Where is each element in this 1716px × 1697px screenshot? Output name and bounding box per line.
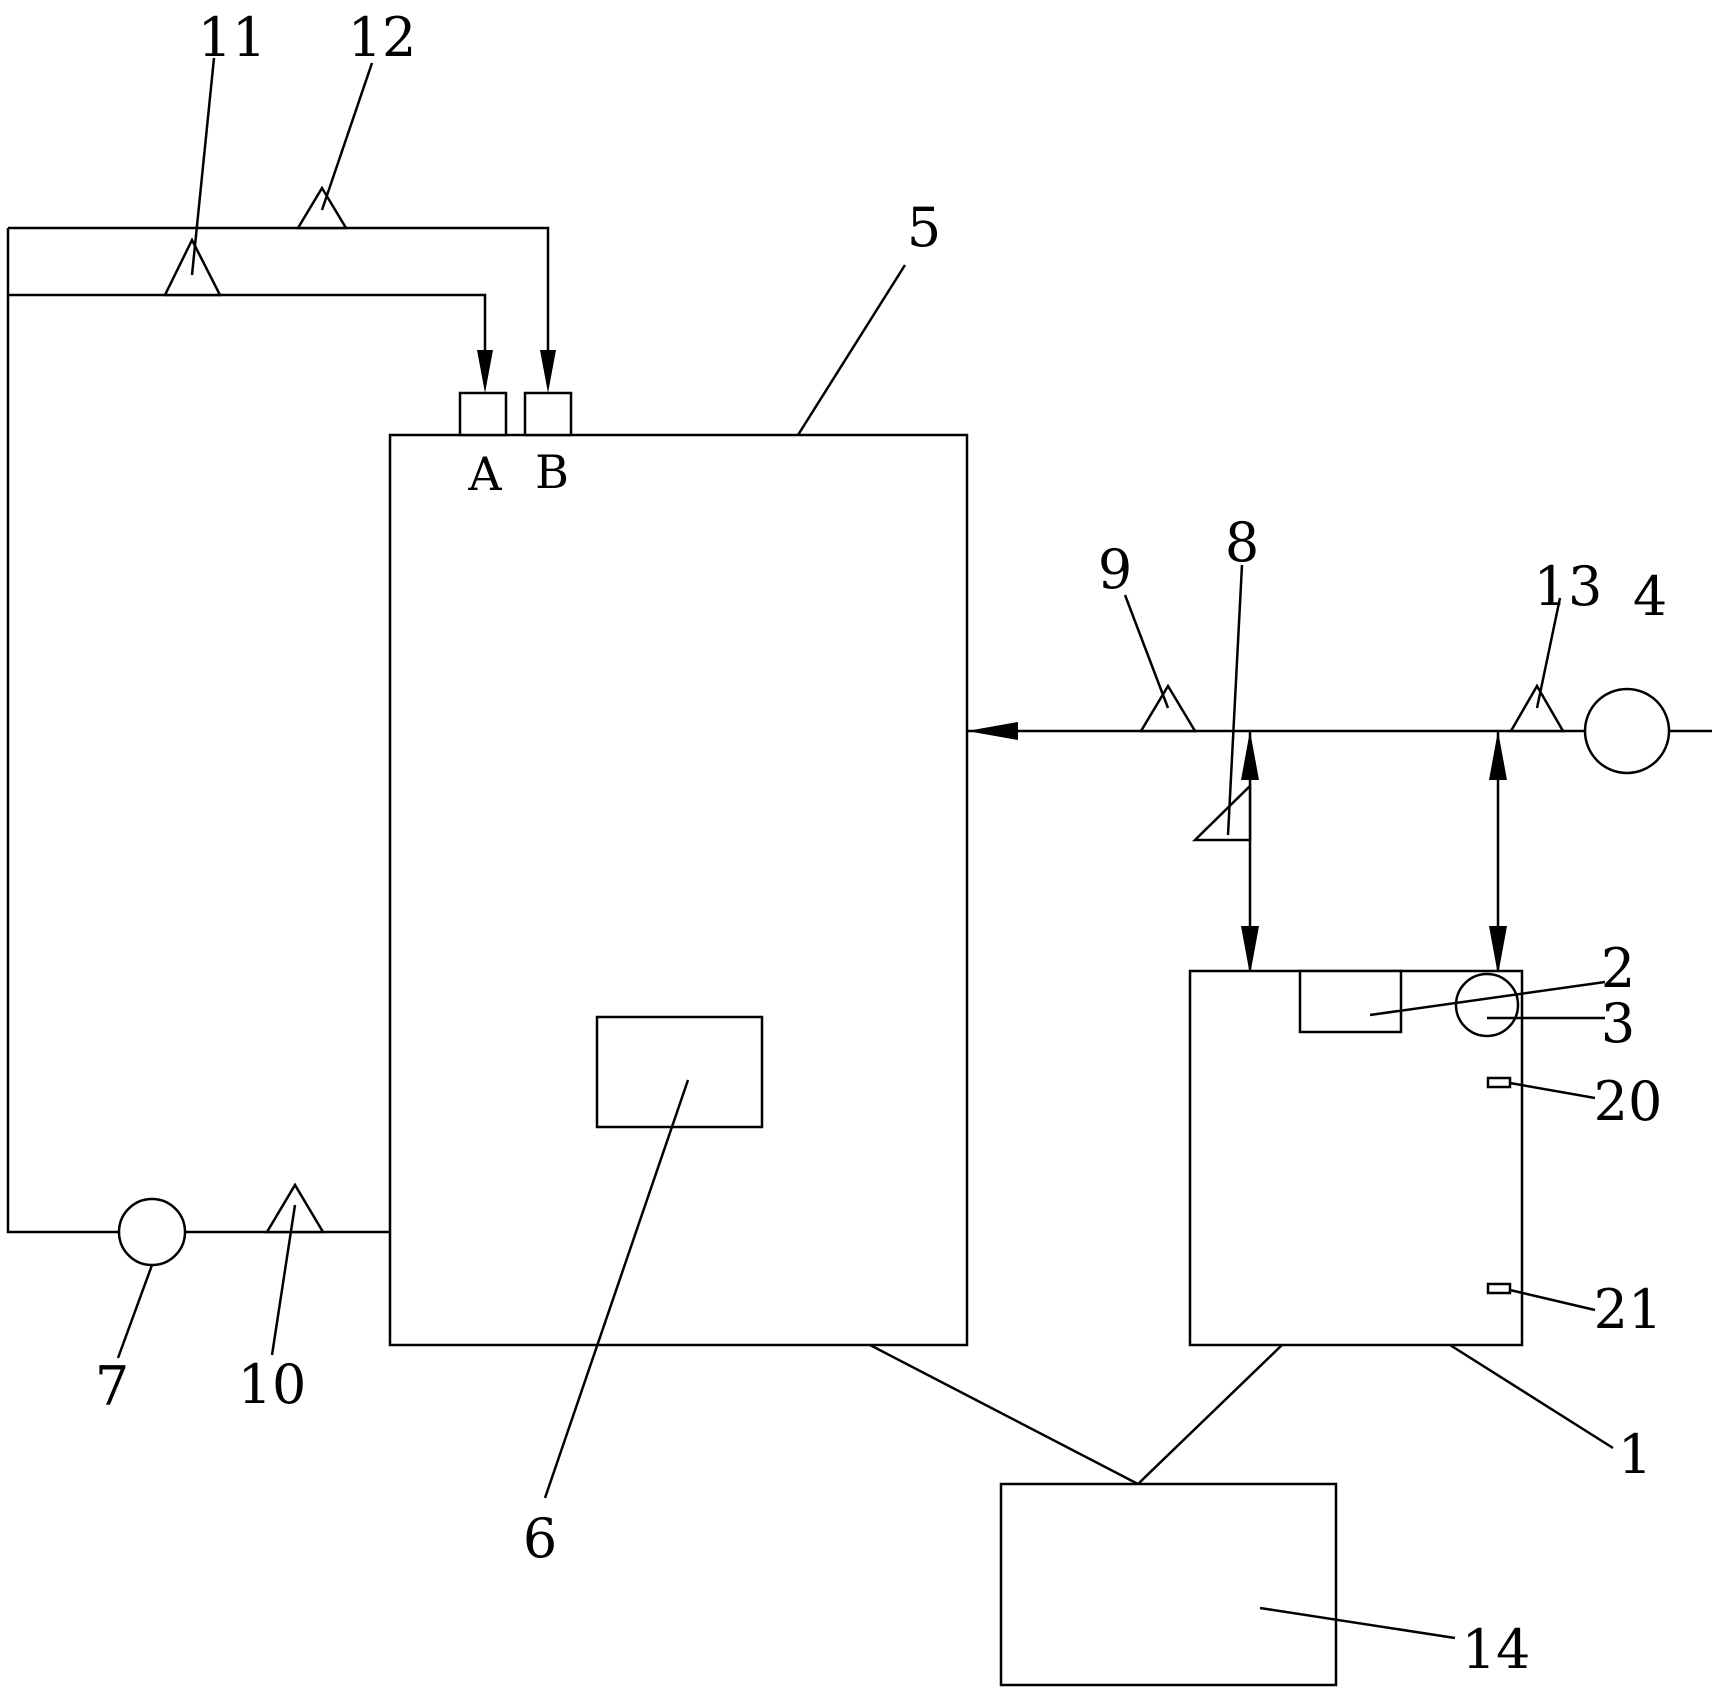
label-7: 7 xyxy=(95,1355,129,1418)
leader-14 xyxy=(1259,1606,1456,1640)
leader-13 xyxy=(1535,597,1562,709)
label-1: 1 xyxy=(1618,1423,1652,1486)
return-pipe xyxy=(6,228,120,1234)
label-port-b: B xyxy=(535,445,569,499)
sensor-21 xyxy=(1486,1282,1512,1295)
leader-8 xyxy=(1226,564,1244,836)
part-2-box xyxy=(1298,969,1403,1034)
arrow-up-left-icon xyxy=(1241,731,1259,780)
leader-7 xyxy=(116,1264,154,1359)
valve-13-icon xyxy=(1508,683,1566,733)
label-4: 4 xyxy=(1633,565,1667,628)
part-3-circle xyxy=(1454,972,1520,1038)
main-tank xyxy=(388,433,969,1347)
label-14: 14 xyxy=(1462,1618,1531,1681)
label-20: 20 xyxy=(1594,1070,1663,1133)
leader-9 xyxy=(1123,594,1170,709)
leader-21 xyxy=(1509,1288,1596,1312)
label-8: 8 xyxy=(1225,511,1259,574)
label-10: 10 xyxy=(238,1353,307,1416)
leader-20 xyxy=(1509,1081,1596,1100)
label-12: 12 xyxy=(348,6,417,69)
valve-9-icon xyxy=(1138,683,1198,733)
arrow-up-right-icon xyxy=(1489,731,1507,780)
label-port-a: A xyxy=(467,447,502,501)
label-3: 3 xyxy=(1601,992,1635,1055)
leader-1 xyxy=(1449,1343,1614,1450)
pump-4-icon xyxy=(1583,687,1671,775)
label-11: 11 xyxy=(198,6,267,69)
arrow-down-right-icon xyxy=(1489,926,1507,975)
arrow-into-port-a-icon xyxy=(477,350,493,393)
leader-11 xyxy=(190,57,216,276)
pump-7-icon xyxy=(117,1197,187,1267)
label-2: 2 xyxy=(1601,937,1635,1000)
arrow-down-left-icon xyxy=(1241,926,1259,975)
wire-main-tank-to-controller xyxy=(869,1343,1139,1486)
leader-2 xyxy=(1369,980,1606,1017)
label-5: 5 xyxy=(907,196,941,259)
label-6: 6 xyxy=(523,1507,557,1570)
leader-10 xyxy=(270,1204,297,1356)
pipe-to-port-a xyxy=(8,293,487,355)
label-9: 9 xyxy=(1098,538,1132,601)
port-a-box xyxy=(458,391,508,437)
pipe-to-port-b xyxy=(8,226,550,355)
sensor-20 xyxy=(1486,1076,1512,1089)
arrow-into-port-b-icon xyxy=(540,350,556,393)
inner-box xyxy=(595,1015,764,1129)
leader-12 xyxy=(320,62,374,211)
arrow-into-main-tank-icon xyxy=(967,722,1018,740)
leader-5 xyxy=(796,264,907,436)
label-21: 21 xyxy=(1594,1278,1663,1341)
leader-6 xyxy=(543,1079,690,1499)
wire-tank-1-to-controller xyxy=(1137,1344,1283,1485)
label-13: 13 xyxy=(1534,555,1603,618)
controller-14 xyxy=(999,1482,1338,1687)
valve-8-icon xyxy=(1191,783,1252,842)
port-b-box xyxy=(523,391,573,437)
